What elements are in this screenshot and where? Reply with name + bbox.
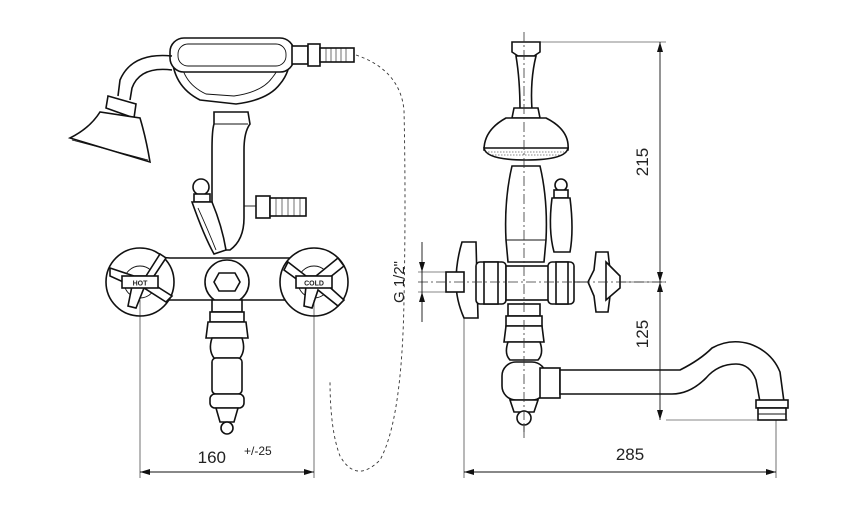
hose-outlet-connector [244, 195, 307, 219]
handshower-hose-nut [319, 47, 355, 63]
front-view: HOT COLD [67, 37, 406, 478]
handset-holder [511, 41, 541, 111]
height-dimensions: 215 125 [540, 41, 788, 421]
upper-height-value: 215 [633, 148, 652, 176]
bath-spout [539, 340, 789, 421]
hot-label: HOT [133, 281, 149, 288]
thread-dimension: G 1/2" [391, 242, 446, 322]
handshower-head [67, 54, 173, 164]
handshower-handle [169, 37, 355, 105]
shower-hose [329, 54, 406, 472]
shower-nozzle-dots [488, 151, 564, 156]
diverter-lever [190, 178, 227, 255]
center-union [204, 259, 250, 305]
lower-height-value: 125 [633, 320, 652, 348]
spout-lower [205, 299, 249, 435]
width-dimension-value: 160 [198, 448, 226, 467]
side-diverter [549, 178, 573, 253]
depth-dimension: 285 [463, 318, 777, 478]
width-dimension-tolerance: +/-25 [244, 444, 272, 458]
hot-valve: HOT [105, 247, 175, 317]
thread-size-label: G 1/2" [391, 261, 408, 303]
cold-valve: COLD [279, 247, 349, 317]
width-dimension: 160 +/-25 [140, 444, 314, 475]
depth-dimension-value: 285 [616, 445, 644, 464]
side-riser [504, 165, 548, 263]
side-shower-head [483, 107, 569, 161]
cold-label: COLD [304, 281, 324, 288]
side-view: G 1/2" 215 125 285 [391, 32, 789, 478]
riser-column [210, 111, 251, 251]
